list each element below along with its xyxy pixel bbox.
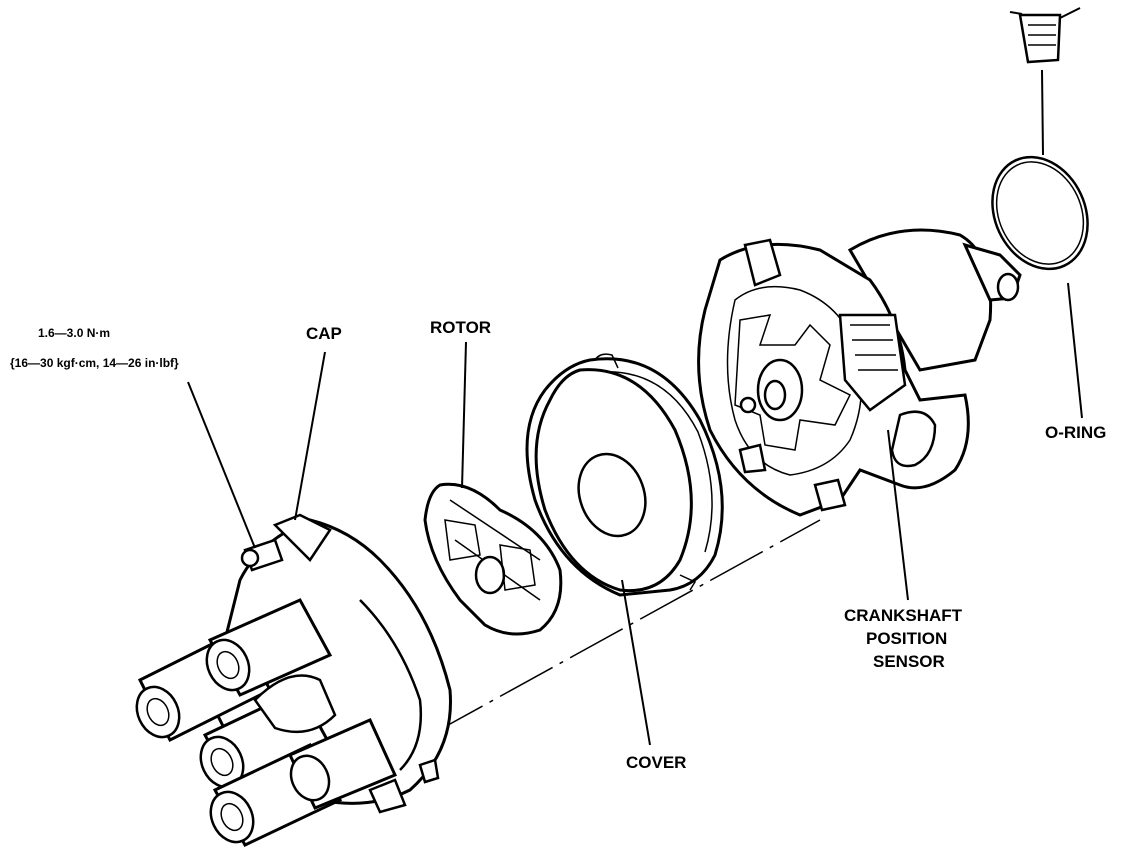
crankshaft-label-line2: POSITION xyxy=(866,629,947,648)
center-axis xyxy=(429,519,821,736)
o-ring xyxy=(991,155,1089,271)
cap-terminals xyxy=(135,598,398,847)
cap xyxy=(135,513,452,847)
labels: 1.6—3.0 N·m {16—30 kgf·cm, 14—26 in·lbf}… xyxy=(10,318,1106,772)
leader-lines xyxy=(187,69,1083,746)
crankshaft-label-line1: CRANKSHAFT xyxy=(844,606,963,625)
crankshaft-label-line3: SENSOR xyxy=(873,652,945,671)
o-ring-label: O-RING xyxy=(1045,423,1106,442)
torque-label-line1: 1.6—3.0 N·m xyxy=(38,326,110,340)
sensor-housing xyxy=(697,228,1022,517)
cap-label: CAP xyxy=(306,324,342,343)
bolt xyxy=(1009,7,1081,64)
cover-label: COVER xyxy=(626,753,686,772)
rotor xyxy=(423,482,563,636)
torque-label-line2: {16—30 kgf·cm, 14—26 in·lbf} xyxy=(10,356,179,370)
rotor-label: ROTOR xyxy=(430,318,491,337)
